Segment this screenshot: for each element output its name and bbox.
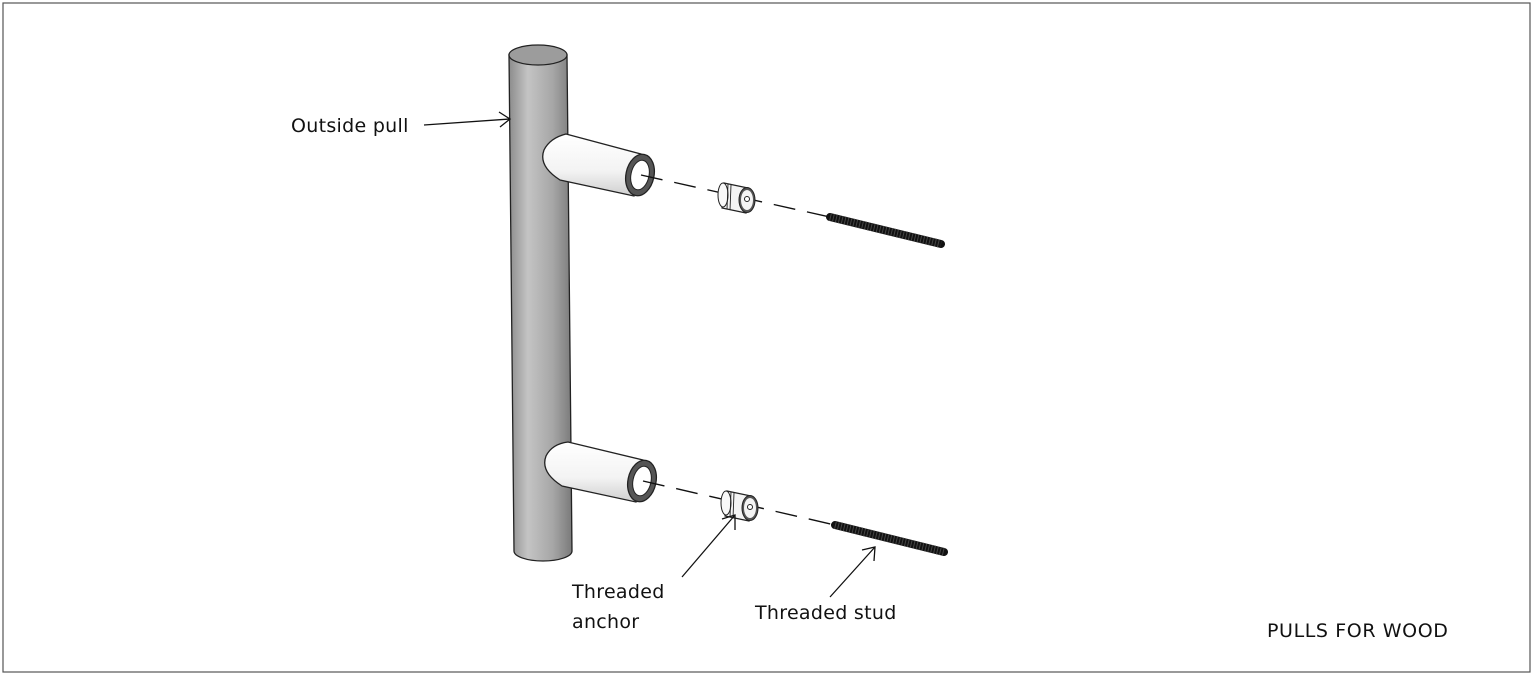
lower-standoff: [544, 441, 658, 503]
lower-threaded-anchor: [720, 490, 759, 522]
threaded-stud-label: Threaded stud: [754, 602, 897, 624]
lower-threaded-stud: [831, 521, 948, 556]
threaded-anchor-label-line1: Threaded: [571, 581, 665, 603]
upper-standoff: [542, 133, 656, 197]
threaded-anchor-leader-arrow: [681, 514, 736, 578]
diagram-title: PULLS FOR WOOD: [1267, 620, 1449, 642]
outside-pull-post: [508, 44, 573, 562]
threaded-anchor-label-line2: anchor: [572, 611, 639, 633]
upper-threaded-stud: [826, 213, 945, 248]
outside-pull-label: Outside pull: [291, 115, 409, 137]
upper-threaded-anchor: [717, 182, 756, 214]
outside-pull-leader-arrow: [423, 111, 512, 128]
threaded-stud-leader-arrow: [829, 546, 876, 598]
